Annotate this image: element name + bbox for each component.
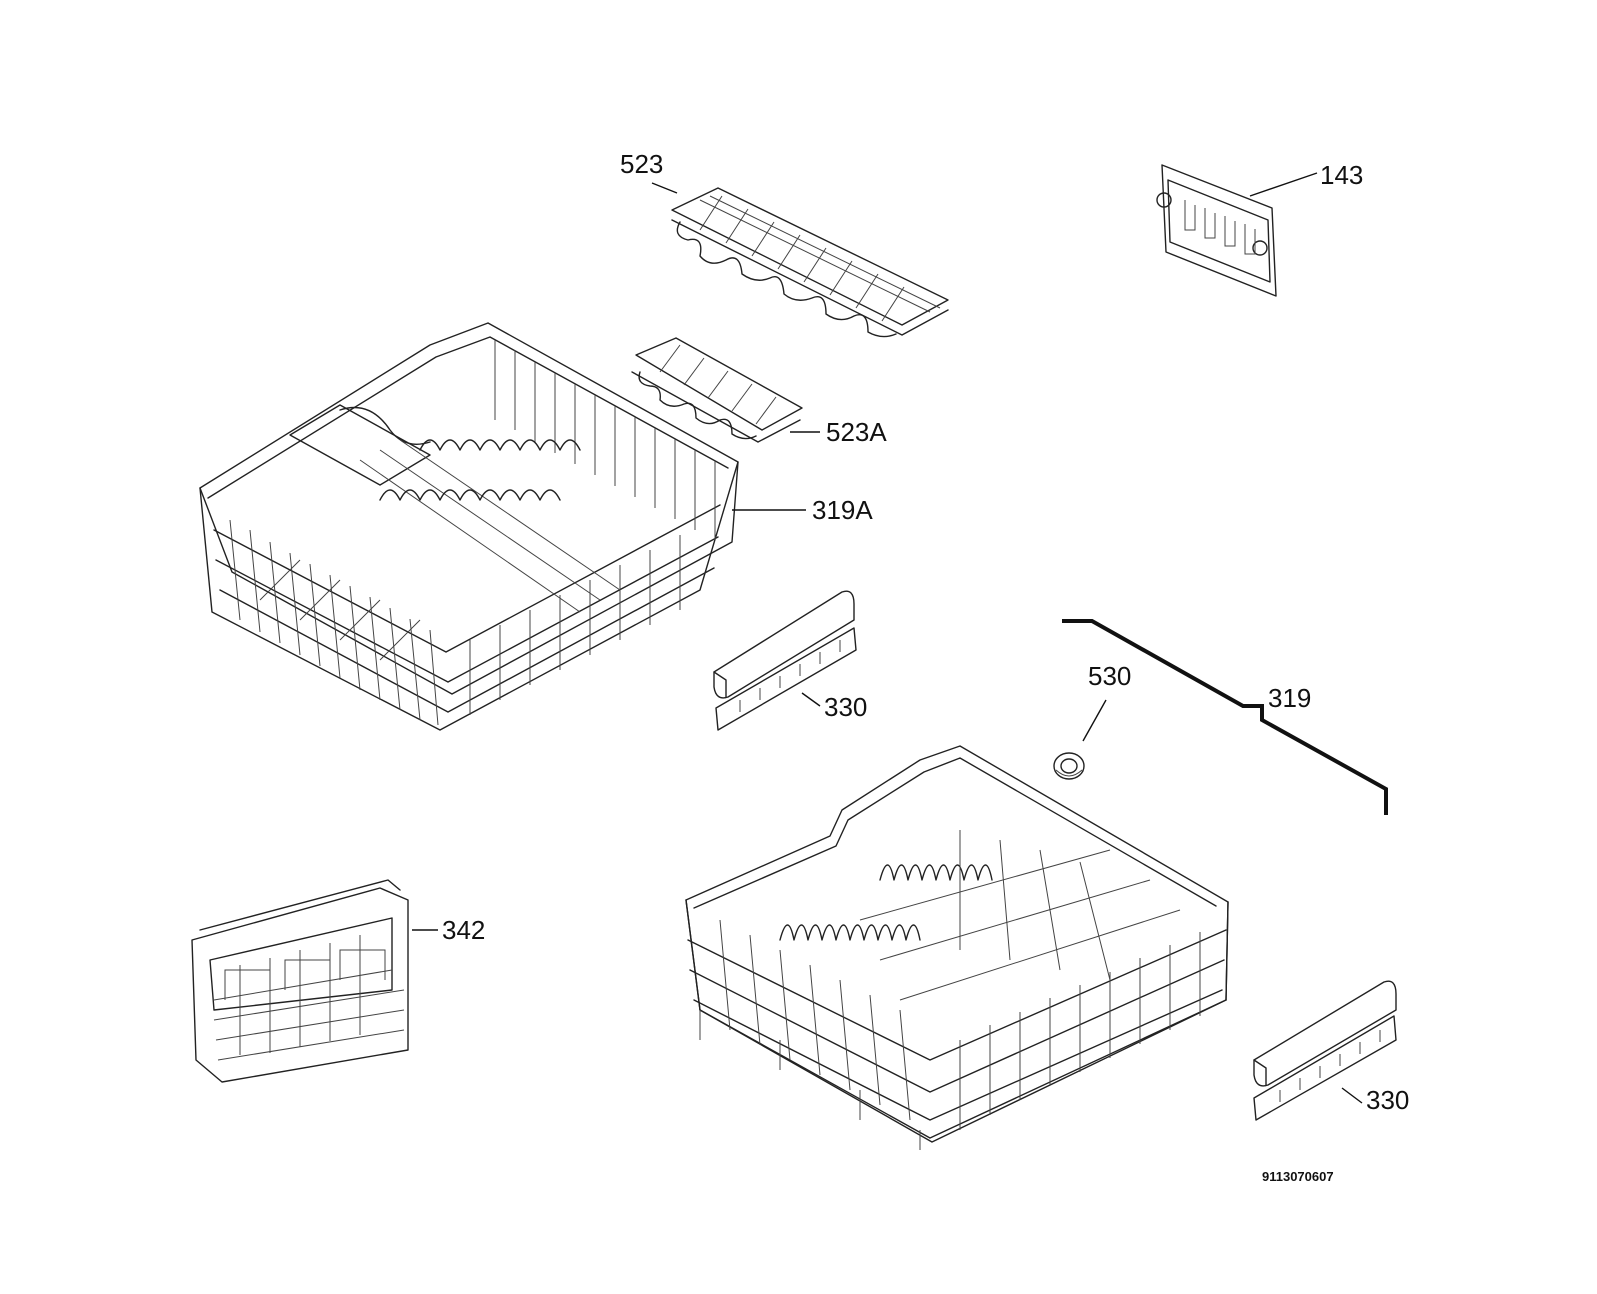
part-319-guide-rail [1062, 619, 1388, 815]
part-530-wheel [1053, 752, 1085, 780]
label-342: 342 [442, 915, 485, 945]
label-319A: 319A [812, 495, 873, 525]
part-143-rail-bracket [1156, 164, 1277, 297]
label-530: 530 [1088, 661, 1131, 691]
label-523A: 523A [826, 417, 887, 447]
part-523A-small-shelf [631, 337, 803, 443]
part-319A-upper-basket [199, 322, 739, 731]
label-523: 523 [620, 149, 663, 179]
label-143: 143 [1320, 160, 1363, 190]
drawing-number: 9113070607 [1262, 1169, 1334, 1184]
part-330-rail-lower [1253, 980, 1397, 1121]
part-330-rail-upper [713, 590, 857, 731]
lower-basket [685, 745, 1229, 1150]
label-330-upper: 330 [824, 692, 867, 722]
label-330-lower: 330 [1366, 1085, 1409, 1115]
part-523-cup-shelf [671, 187, 949, 338]
part-342-cutlery-basket [191, 879, 409, 1083]
label-319: 319 [1268, 683, 1311, 713]
